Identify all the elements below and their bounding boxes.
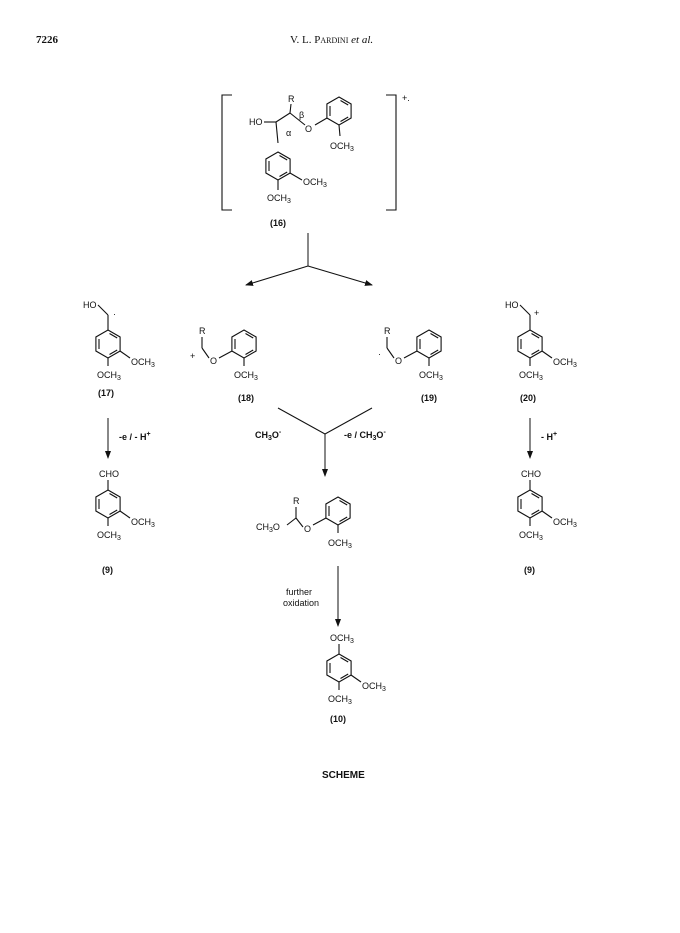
c10-och3-b: OCH3 — [362, 681, 386, 693]
c19-radical: · — [378, 349, 381, 359]
reagent-right: - H+ — [541, 431, 557, 442]
c9l-och3-a: OCH3 — [131, 517, 155, 529]
c19-o: O — [395, 356, 402, 366]
c17-och3-b: OCH3 — [97, 370, 121, 382]
c19-r: R — [384, 326, 391, 336]
c16-beta: β — [299, 110, 304, 120]
c9l-label: (9) — [102, 565, 113, 575]
c17-radical: · — [113, 309, 116, 319]
compound-10: OCH3 OCH3 OCH3 (10) — [326, 633, 386, 724]
compound-16: +. HO α R β O OCH3 OCH3 OCH3 (16) — [221, 93, 410, 228]
compound-9-left: CHO OCH3 OCH3 (9) — [95, 469, 155, 575]
c9l-och3-b: OCH3 — [97, 530, 121, 542]
acetal-och3: OCH3 — [328, 538, 352, 550]
c16-och3-a: OCH3 — [330, 141, 354, 153]
c19-label: (19) — [421, 393, 437, 403]
radical-cation-charge: +. — [402, 93, 410, 103]
fragmentation-arrow — [245, 233, 373, 286]
page-number: 7226 — [36, 34, 58, 46]
c18-label: (18) — [238, 393, 254, 403]
c18-charge: + — [190, 351, 195, 361]
author-prefix: V. L. — [290, 34, 312, 46]
c16-alpha: α — [286, 128, 291, 138]
c16-r: R — [288, 94, 295, 104]
further-oxidation-line2: oxidation — [283, 598, 319, 608]
acetal-ch3o: CH3O — [256, 522, 280, 534]
further-oxidation-line1: further — [286, 587, 312, 597]
c16-och3-b: OCH3 — [303, 177, 327, 189]
acetal-intermediate: R CH3O O OCH3 — [256, 496, 352, 550]
compound-9-right: CHO OCH3 OCH3 (9) — [517, 469, 577, 575]
c20-charge: + — [534, 308, 539, 318]
c10-label: (10) — [330, 714, 346, 724]
c9r-label: (9) — [524, 565, 535, 575]
c20-och3-a: OCH3 — [553, 357, 577, 369]
arrow-18-19-to-acetal: CH3O- -e / CH3O- — [255, 407, 386, 477]
reagent-center-left: CH3O- — [255, 429, 282, 442]
compound-19: R · O OCH3 (19) — [378, 326, 443, 403]
author-surname: Pardini — [314, 34, 349, 46]
compound-20: HO + OCH3 OCH3 (20) — [505, 300, 577, 403]
c16-och3-c: OCH3 — [267, 193, 291, 205]
acetal-r: R — [293, 496, 300, 506]
c18-r: R — [199, 326, 206, 336]
reagent-center-right: -e / CH3O- — [344, 429, 386, 442]
c17-och3-a: OCH3 — [131, 357, 155, 369]
c20-label: (20) — [520, 393, 536, 403]
c18-o: O — [210, 356, 217, 366]
arrow-acetal-to-10: further oxidation — [283, 566, 341, 627]
c17-label: (17) — [98, 388, 114, 398]
c9r-och3-b: OCH3 — [519, 530, 543, 542]
c17-ho: HO — [83, 300, 97, 310]
c9r-och3-a: OCH3 — [553, 517, 577, 529]
author-suffix: et al. — [351, 34, 374, 46]
c19-och3: OCH3 — [419, 370, 443, 382]
c9r-cho: CHO — [521, 469, 541, 479]
c16-ho: HO — [249, 117, 263, 127]
compound-17: HO · OCH3 OCH3 (17) — [83, 300, 155, 398]
compound-18: + R O OCH3 (18) — [190, 326, 258, 403]
c20-och3-b: OCH3 — [519, 370, 543, 382]
c9l-cho: CHO — [99, 469, 119, 479]
c16-o: O — [305, 124, 312, 134]
c10-och3-a: OCH3 — [330, 633, 354, 645]
acetal-o: O — [304, 524, 311, 534]
running-head: V. L. Pardini et al. — [290, 34, 373, 46]
c10-och3-c: OCH3 — [328, 694, 352, 706]
reagent-left: -e / - H+ — [119, 431, 151, 442]
arrow-20-to-9: - H+ — [527, 418, 557, 459]
c20-ho: HO — [505, 300, 519, 310]
scheme-caption: SCHEME — [322, 770, 365, 781]
arrow-17-to-9: -e / - H+ — [105, 418, 151, 459]
c18-och3: OCH3 — [234, 370, 258, 382]
c16-label: (16) — [270, 218, 286, 228]
